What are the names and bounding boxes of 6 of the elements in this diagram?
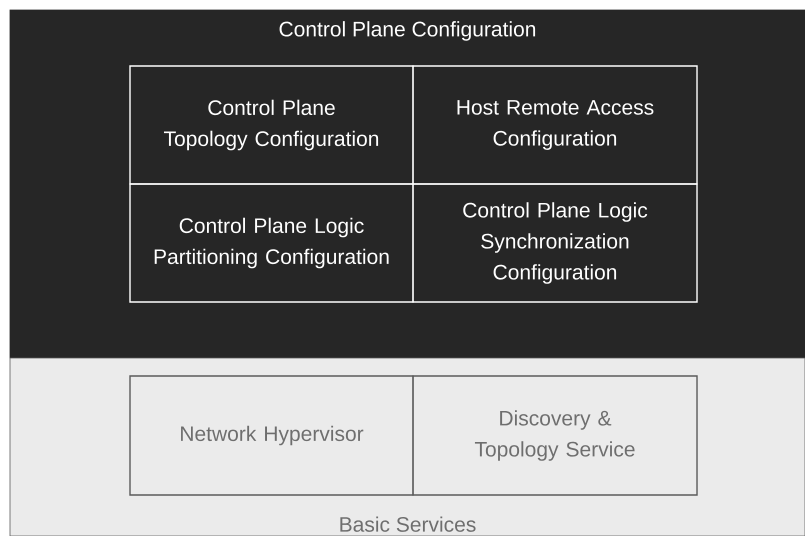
component-box: Network Hypervisor — [129, 375, 414, 496]
component-box: Control Plane Logic Synchronization Configuration — [412, 183, 698, 303]
component-box: Control Plane Logic Partitioning Configuration — [129, 183, 414, 303]
component-box: Host Remote Access Configuration — [412, 65, 698, 185]
component-box: Discovery & Topology Service — [412, 375, 698, 496]
component-box: Control Plane Topology Configuration — [129, 65, 414, 185]
